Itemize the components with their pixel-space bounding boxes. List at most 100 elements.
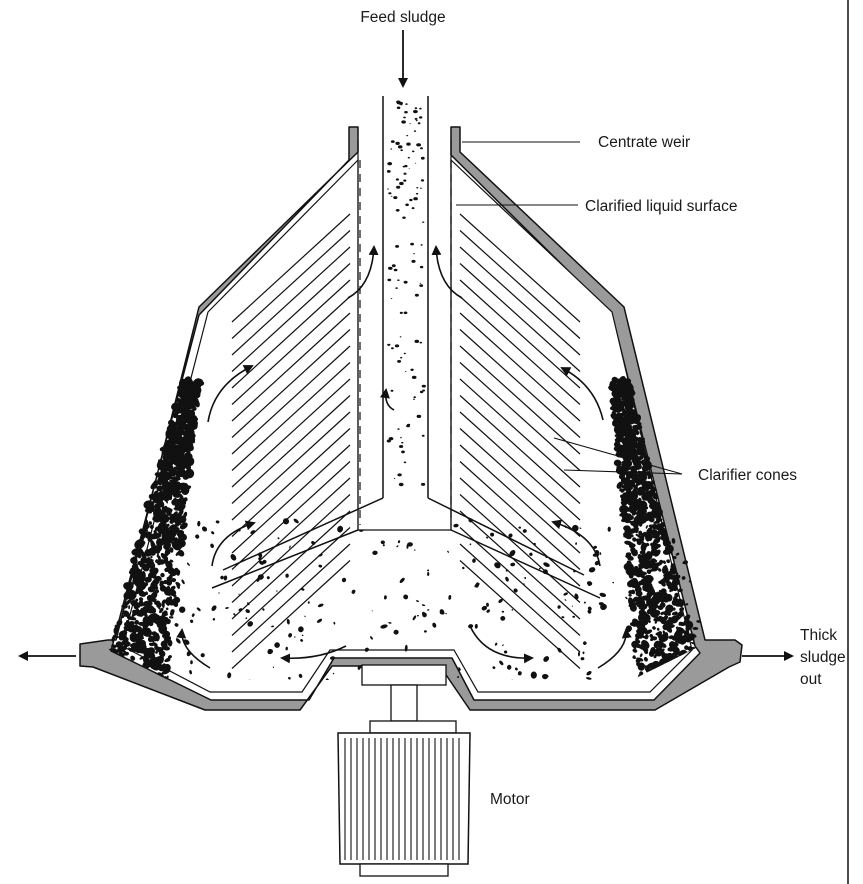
feed-speck (422, 385, 426, 388)
feed-speck (401, 120, 406, 123)
feed-speck (412, 207, 415, 209)
feed-speck (410, 369, 413, 371)
feed-speck (391, 196, 392, 197)
feed-speck (391, 390, 394, 392)
feed-speck (391, 140, 395, 143)
feed-speck (397, 107, 401, 110)
sludge-blob (685, 545, 691, 551)
sludge-blob (352, 688, 357, 693)
feed-speck (421, 179, 424, 181)
feed-speck (403, 166, 405, 168)
motor-shaft (391, 685, 417, 721)
feed-speck (416, 193, 418, 195)
sludge-blob (129, 556, 139, 566)
feed-speck (412, 151, 415, 153)
motor-base (360, 864, 448, 876)
feed-speck (397, 360, 401, 363)
motor-top (370, 721, 456, 733)
feed-speck (387, 344, 390, 346)
sludge-blob (128, 605, 130, 609)
feed-speck (416, 120, 418, 121)
sludge-blob (679, 623, 684, 625)
feed-speck (404, 111, 408, 113)
feed-speck (391, 347, 394, 349)
feed-speck (404, 173, 407, 175)
sludge-blob (349, 696, 355, 702)
feed-speck (413, 197, 418, 200)
clarifier-cones-label: Clarifier cones (698, 467, 797, 484)
sludge-blob (441, 685, 444, 690)
feed-speck (399, 445, 403, 448)
feed-speck (421, 157, 425, 160)
feed-speck (388, 192, 391, 194)
sludge-blob (677, 666, 682, 671)
feed-speck (413, 396, 416, 398)
feed-speck (420, 147, 423, 149)
feed-speck (420, 342, 423, 344)
feed-speck (400, 312, 403, 314)
feed-speck (414, 130, 416, 132)
feed-speck (401, 451, 405, 454)
feed-speck (413, 253, 415, 254)
feed-speck (406, 143, 410, 146)
feed-speck (387, 279, 391, 282)
sludge-blob (373, 518, 378, 523)
feed-speck (399, 483, 404, 486)
feed-speck (395, 245, 399, 248)
feed-speck (397, 473, 401, 476)
feed-speck (422, 222, 424, 223)
feed-speck (387, 188, 389, 189)
feed-speck (420, 391, 423, 393)
feed-speck (415, 294, 419, 297)
feed-speck (413, 110, 418, 113)
feed-speck (416, 143, 421, 146)
centrate-weir-label: Centrate weir (598, 134, 690, 151)
feed-speck (420, 283, 421, 284)
feed-speck (404, 281, 408, 284)
feed-speck (404, 312, 408, 315)
out-label: out (800, 671, 822, 688)
feed-speck (405, 204, 409, 207)
feed-speck (406, 135, 408, 136)
sludge-blob (683, 519, 687, 523)
sludge-blob (177, 399, 180, 401)
feed-particles (387, 101, 426, 487)
feed-speck (393, 196, 397, 199)
feed-speck (409, 123, 410, 124)
sludge-blob (702, 563, 708, 568)
feed-speck (420, 188, 422, 189)
feed-speck (387, 162, 392, 165)
sludge-blob (325, 678, 329, 683)
feed-speck (396, 186, 400, 189)
sludge-blob (433, 521, 439, 528)
sludge-blob (285, 695, 289, 699)
feed-speck (419, 116, 422, 118)
sludge-blob (332, 682, 338, 689)
feed-speck (396, 209, 400, 212)
feed-speck (421, 244, 423, 246)
feed-speck (397, 103, 399, 104)
feed-speck (415, 163, 416, 164)
feed-speck (397, 428, 399, 430)
sludge-blob (680, 662, 684, 667)
feed-speck (400, 437, 402, 438)
feed-speck (410, 243, 414, 246)
feed-speck (417, 415, 422, 418)
feed-speck (406, 425, 410, 428)
feed-speck (395, 287, 398, 289)
feed-speck (399, 182, 404, 185)
feed-speck (392, 264, 396, 267)
feed-speck (396, 178, 399, 180)
feed-speck (391, 298, 393, 299)
sludge-blob (565, 692, 568, 696)
feed-speck (416, 187, 418, 188)
feed-speck (405, 371, 406, 372)
feed-speck (403, 117, 406, 119)
feed-speck (400, 336, 402, 337)
sludge-blob (423, 688, 427, 692)
feed-speck (398, 145, 403, 148)
feed-speck (405, 103, 407, 105)
feed-speck (411, 260, 415, 263)
feed-speck (399, 102, 403, 105)
